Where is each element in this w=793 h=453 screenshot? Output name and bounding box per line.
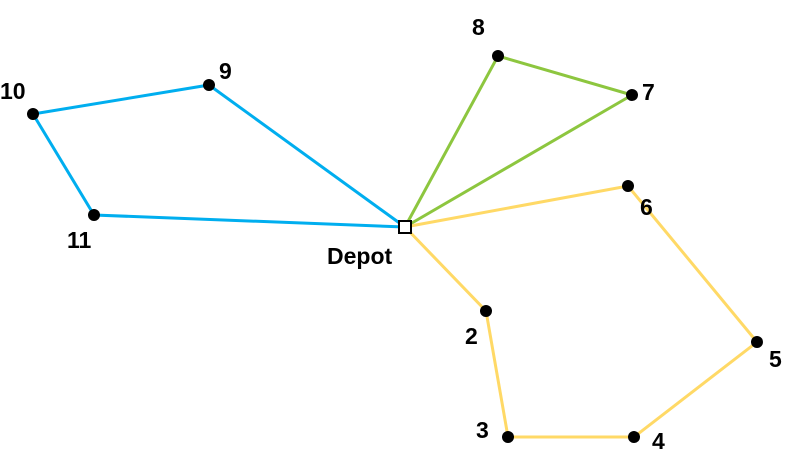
node-5-dot	[751, 336, 763, 348]
route-yellow	[403, 184, 760, 439]
node-label-8: 8	[472, 14, 485, 40]
node-6-dot	[622, 180, 634, 192]
node-label-5: 5	[769, 346, 782, 372]
node-2-dot	[480, 305, 492, 317]
node-label-3: 3	[476, 417, 489, 443]
routes-layer	[30, 54, 760, 439]
labels-layer: Depot 2 3 4 5 6 7 8 9 10 11	[0, 14, 782, 453]
node-9-dot	[203, 79, 215, 91]
node-10-dot	[27, 108, 39, 120]
node-8-dot	[492, 50, 504, 62]
node-label-4: 4	[652, 428, 665, 453]
route-green	[403, 54, 636, 229]
node-11-dot	[88, 209, 100, 221]
node-label-9: 9	[219, 58, 232, 84]
node-label-7: 7	[642, 79, 655, 105]
node-label-2: 2	[465, 323, 478, 349]
route-blue	[30, 83, 407, 229]
depot-marker	[398, 220, 412, 234]
node-label-10: 10	[0, 78, 26, 104]
nodes-layer	[27, 50, 763, 443]
node-7-dot	[626, 89, 638, 101]
node-3-dot	[502, 431, 514, 443]
depot-label: Depot	[327, 243, 393, 269]
node-label-6: 6	[640, 194, 653, 220]
node-label-11: 11	[67, 227, 92, 253]
node-4-dot	[628, 431, 640, 443]
